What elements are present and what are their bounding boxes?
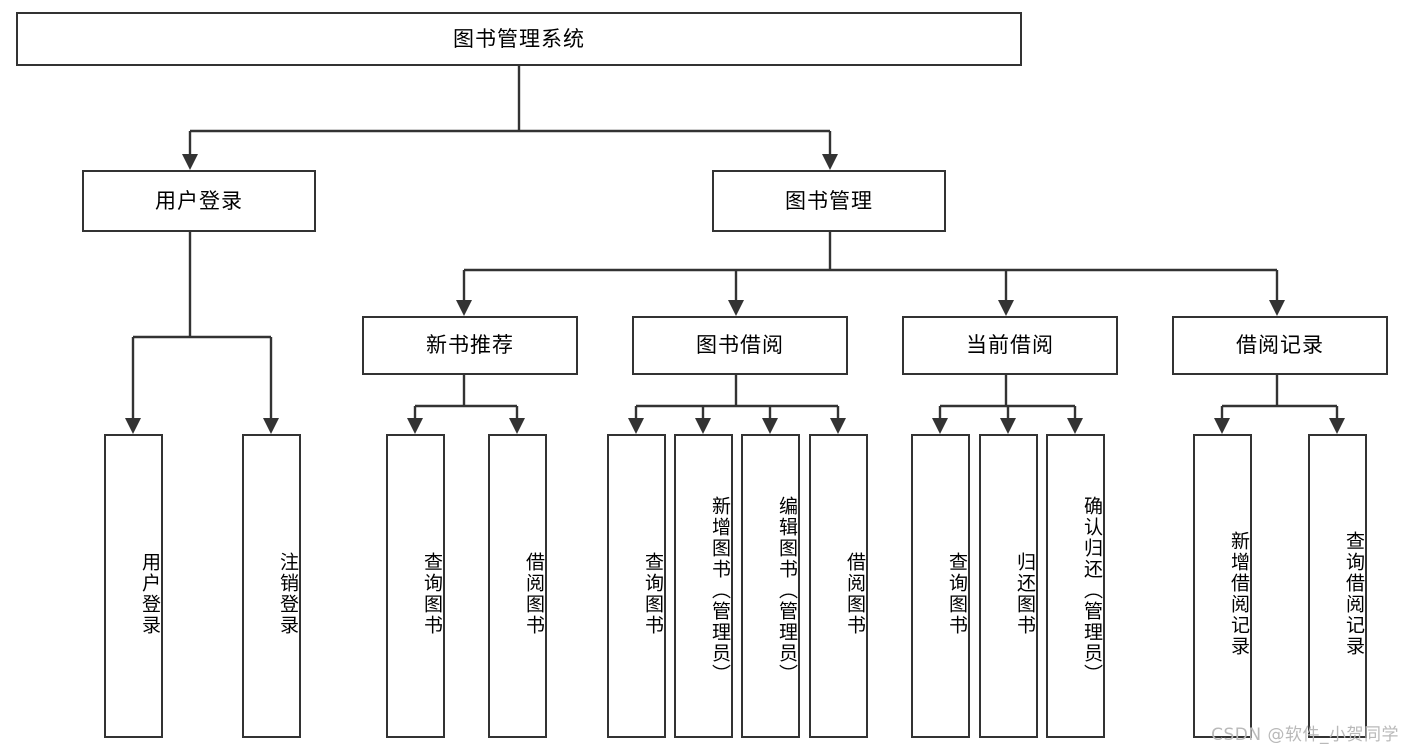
arrowhead-leaf-logout [263,418,279,434]
node-current-borrow[interactable]: 当前借阅 [902,316,1118,375]
leaf-query-books-recommend[interactable]: 查询图书 [386,434,445,738]
leaf-add-book-admin[interactable]: 新增图书（管理员） [674,434,733,738]
leaf-add-borrow-record[interactable]: 新增借阅记录 [1193,434,1252,738]
arrowhead-bookmgmt [822,154,838,170]
leaf-query-books-current[interactable]: 查询图书 [911,434,970,738]
arrowhead-new-book-recommend [456,300,472,316]
node-book-management[interactable]: 图书管理 [712,170,946,232]
arrowhead-bookborrow-leaf-1 [628,418,644,434]
node-book-borrow[interactable]: 图书借阅 [632,316,848,375]
leaf-confirm-return-admin[interactable]: 确认归还（管理员） [1046,434,1105,738]
leaf-query-borrow-record[interactable]: 查询借阅记录 [1308,434,1367,738]
arrowhead-bookborrow-leaf-3 [762,418,778,434]
leaf-user-login[interactable]: 用户登录 [104,434,163,738]
node-root-book-management-system[interactable]: 图书管理系统 [16,12,1022,66]
arrowhead-newbook-leaf-2 [509,418,525,434]
arrowhead-currentborrow-leaf-2 [1000,418,1016,434]
node-user-login[interactable]: 用户登录 [82,170,316,232]
arrowhead-newbook-leaf-1 [407,418,423,434]
node-new-book-recommend[interactable]: 新书推荐 [362,316,578,375]
arrowhead-borrow-records [1269,300,1285,316]
arrowhead-leaf-user-login [125,418,141,434]
arrowhead-currentborrow-leaf-1 [932,418,948,434]
arrowhead-borrowrecords-leaf-1 [1214,418,1230,434]
arrowhead-currentborrow-leaf-3 [1067,418,1083,434]
node-borrow-records[interactable]: 借阅记录 [1172,316,1388,375]
leaf-return-book[interactable]: 归还图书 [979,434,1038,738]
leaf-borrow-books-recommend[interactable]: 借阅图书 [488,434,547,738]
leaf-edit-book-admin[interactable]: 编辑图书（管理员） [741,434,800,738]
arrowhead-bookborrow-leaf-2 [695,418,711,434]
leaf-logout[interactable]: 注销登录 [242,434,301,738]
arrowhead-current-borrow [998,300,1014,316]
arrowhead-book-borrow [728,300,744,316]
arrowhead-borrowrecords-leaf-2 [1329,418,1345,434]
leaf-query-books-borrow[interactable]: 查询图书 [607,434,666,738]
arrowhead-bookborrow-leaf-4 [830,418,846,434]
leaf-borrow-book[interactable]: 借阅图书 [809,434,868,738]
arrowhead-userlogin [182,154,198,170]
